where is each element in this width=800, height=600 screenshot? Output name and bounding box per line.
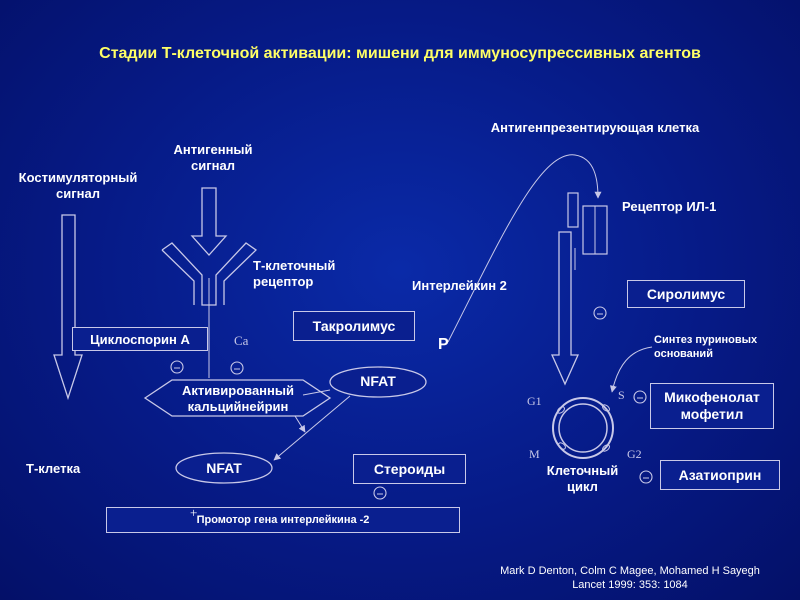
cell-cycle-outer-ring xyxy=(552,397,614,459)
box-steroids: Стероиды xyxy=(353,454,466,484)
cell-cycle-g2-mark xyxy=(602,444,610,452)
calcineurin-to-nfat-line xyxy=(302,389,331,396)
inhibition-symbol-mycophenolate xyxy=(633,390,647,404)
label-il1-receptor: Рецептор ИЛ-1 xyxy=(622,199,717,214)
label-plus: + xyxy=(190,505,198,520)
cell-cycle-s-mark xyxy=(602,404,610,412)
nfat-bottom-ellipse xyxy=(175,452,273,484)
costimulatory-arrow xyxy=(53,214,83,401)
label-cell-cycle: Клеточный цикл xyxy=(546,463,619,494)
label-calcium: Ca xyxy=(234,333,249,348)
label-s-phase: S xyxy=(618,388,625,402)
box-mycophenolate-mofetil: Микофенолат мофетил xyxy=(650,383,774,429)
label-m-phase: M xyxy=(529,447,540,461)
label-antigen-presenting-cell: Антигенпрезентирующая клетка xyxy=(490,120,700,135)
box-azathioprine: Азатиоприн xyxy=(660,460,780,490)
inhibition-symbol-calcium xyxy=(230,361,244,375)
purine-synthesis-arrow xyxy=(609,346,653,393)
il2-curve xyxy=(447,154,602,343)
cell-cycle-g1-mark xyxy=(557,406,565,414)
nfat-top-ellipse xyxy=(329,366,427,398)
page-title: Стадии Т-клеточной активации: мишени для… xyxy=(99,45,701,62)
label-t-cell: Т-клетка xyxy=(26,461,81,476)
calcineurin-down-arrow xyxy=(294,415,306,433)
cell-cycle-m-mark xyxy=(558,442,566,450)
box-cyclosporin-a: Циклоспорин А xyxy=(72,327,208,351)
label-costimulatory-signal: Костимуляторный сигнал xyxy=(18,170,138,201)
antigen-signal-arrow xyxy=(190,187,228,256)
label-phosphate: P xyxy=(438,336,449,353)
nfat-translocation-arrow xyxy=(273,395,351,461)
cell-cycle-inner-ring xyxy=(558,403,608,453)
label-antigen-signal: Антигенный сигнал xyxy=(173,142,253,173)
citation-authors: Mark D Denton, Colm C Magee, Mohamed H S… xyxy=(500,565,760,577)
receptor-to-cell-cycle-arrow xyxy=(550,231,580,386)
label-purine-synthesis: Синтез пуриновых оснований xyxy=(654,334,758,360)
inhibition-symbol-cyclosporin xyxy=(170,360,184,374)
label-g2: G2 xyxy=(627,447,642,461)
inhibition-symbol-steroids xyxy=(373,486,387,500)
inhibition-symbol-azathioprine xyxy=(639,470,653,484)
inhibition-symbol-sirolimus xyxy=(593,306,607,320)
t-cell-receptor-shape xyxy=(161,242,258,306)
receptor-small-bar xyxy=(567,192,579,228)
box-tacrolimus: Такролимус xyxy=(293,311,415,341)
citation: Mark D Denton, Colm C Magee, Mohamed H S… xyxy=(470,564,790,592)
box-sirolimus: Сиролимус xyxy=(627,280,745,308)
label-nfat-bottom: NFAT xyxy=(206,460,242,476)
label-interleukin-2: Интерлейкин 2 xyxy=(412,278,507,293)
label-g1: G1 xyxy=(527,394,542,408)
box-il2-promoter: Промотор гена интерлейкина -2 xyxy=(106,507,460,533)
label-nfat-top: NFAT xyxy=(360,373,396,389)
citation-source: Lancet 1999: 353: 1084 xyxy=(572,579,688,591)
label-t-cell-receptor: Т-клеточный рецептор xyxy=(253,258,336,289)
activated-calcineurin-hexagon xyxy=(143,379,332,417)
label-activated-calcineurin: Активированный кальцийнейрин xyxy=(182,383,294,414)
